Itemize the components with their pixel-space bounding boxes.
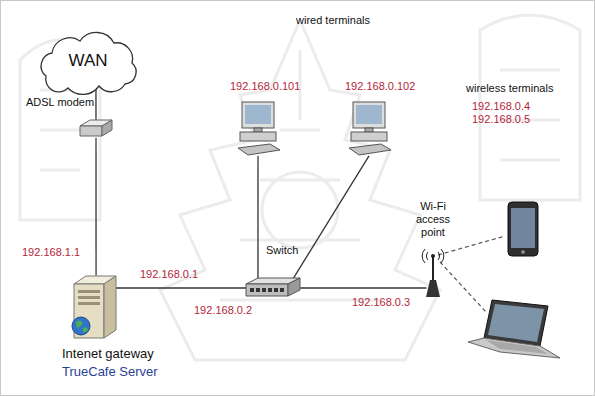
node-icon: [78, 118, 114, 140]
desktop-unit: [240, 132, 276, 141]
antenna-base: [426, 280, 440, 297]
modem-front: [80, 126, 102, 136]
device-label: Intenet gateway: [62, 346, 154, 362]
switch-port: [274, 288, 278, 292]
ip-address: 192.168.0.5: [472, 113, 530, 126]
wireless-dashed-link: [438, 236, 505, 255]
antenna-tip: [431, 254, 435, 258]
tablet-screen: [511, 208, 535, 248]
ip-address: 192.168.0.2: [194, 304, 252, 317]
node-icon: [234, 100, 282, 162]
network-link: [257, 156, 258, 279]
node-icon: [68, 270, 122, 340]
monitor: [242, 102, 274, 128]
node-icon: [420, 248, 446, 298]
network-switch: Switch: [244, 276, 302, 300]
drive-bay: [78, 290, 100, 293]
gateway-server: Intenet gatewayTrueCafe Server: [68, 270, 122, 340]
signal-waves: [422, 249, 444, 263]
ip-address: 192.168.0.3: [352, 296, 410, 309]
watermark: [20, 15, 580, 360]
node-icon: [345, 100, 393, 162]
switch-port: [280, 288, 284, 292]
ip-address: 192.168.0.101: [230, 80, 300, 93]
tablet-icon: [508, 202, 538, 256]
wired-terminal: 192.168.0.102: [345, 100, 393, 162]
network-link: [95, 138, 96, 276]
group-label: wireless terminals: [466, 82, 553, 95]
switch-front: [246, 284, 288, 296]
modem-side: [102, 120, 112, 136]
laptop-base: [468, 338, 560, 358]
monitor-screen: [245, 105, 271, 124]
monitor: [353, 102, 385, 128]
wired-terminal: 192.168.0.101: [234, 100, 282, 162]
globe-land: [76, 321, 88, 333]
laptop-keys: [486, 340, 548, 354]
laptop-screen: [488, 304, 544, 342]
drive-bay: [78, 302, 100, 305]
node-icon: [244, 276, 302, 300]
monitor-stand: [254, 128, 262, 132]
network-link: [95, 89, 96, 120]
network-link: [116, 287, 246, 288]
keyboard: [349, 144, 391, 155]
watermark-disc: [262, 172, 338, 248]
desktop-unit: [351, 132, 387, 141]
wan-cloud: WAN: [32, 30, 144, 92]
watermark-pagoda: [160, 20, 440, 360]
group-label: wired terminals: [296, 14, 370, 27]
globe: [72, 317, 90, 335]
device-label: ADSL modem: [26, 96, 94, 109]
switch-side: [288, 278, 300, 296]
wifi-access-point: Wi-Fi access point: [420, 248, 446, 298]
wireless-dashed-link: [440, 262, 486, 312]
ip-address: 192.168.0.102: [345, 80, 415, 93]
device-label: Switch: [266, 244, 298, 257]
switch-port: [256, 288, 260, 292]
network-link: [300, 287, 426, 288]
server-side: [104, 276, 116, 338]
ip-address: 192.168.1.1: [22, 246, 80, 259]
device-label: Wi-Fi access point: [410, 200, 456, 240]
monitor-screen: [356, 105, 382, 124]
cloud-label: WAN: [32, 51, 144, 71]
tablet-button: [521, 250, 525, 254]
switch-port: [250, 288, 254, 292]
drive-bay: [78, 296, 100, 299]
laptop-icon: [468, 300, 560, 358]
tablet-body: [508, 202, 538, 256]
ip-address: 192.168.0.1: [140, 268, 198, 281]
network-link: [293, 156, 369, 279]
switch-port: [268, 288, 272, 292]
monitor-stand: [365, 128, 373, 132]
keyboard: [238, 144, 280, 155]
ip-address: 192.168.0.4: [472, 100, 530, 113]
switch-port: [262, 288, 266, 292]
server-name: TrueCafe Server: [62, 364, 158, 380]
modem-device: ADSL modem: [78, 118, 114, 140]
